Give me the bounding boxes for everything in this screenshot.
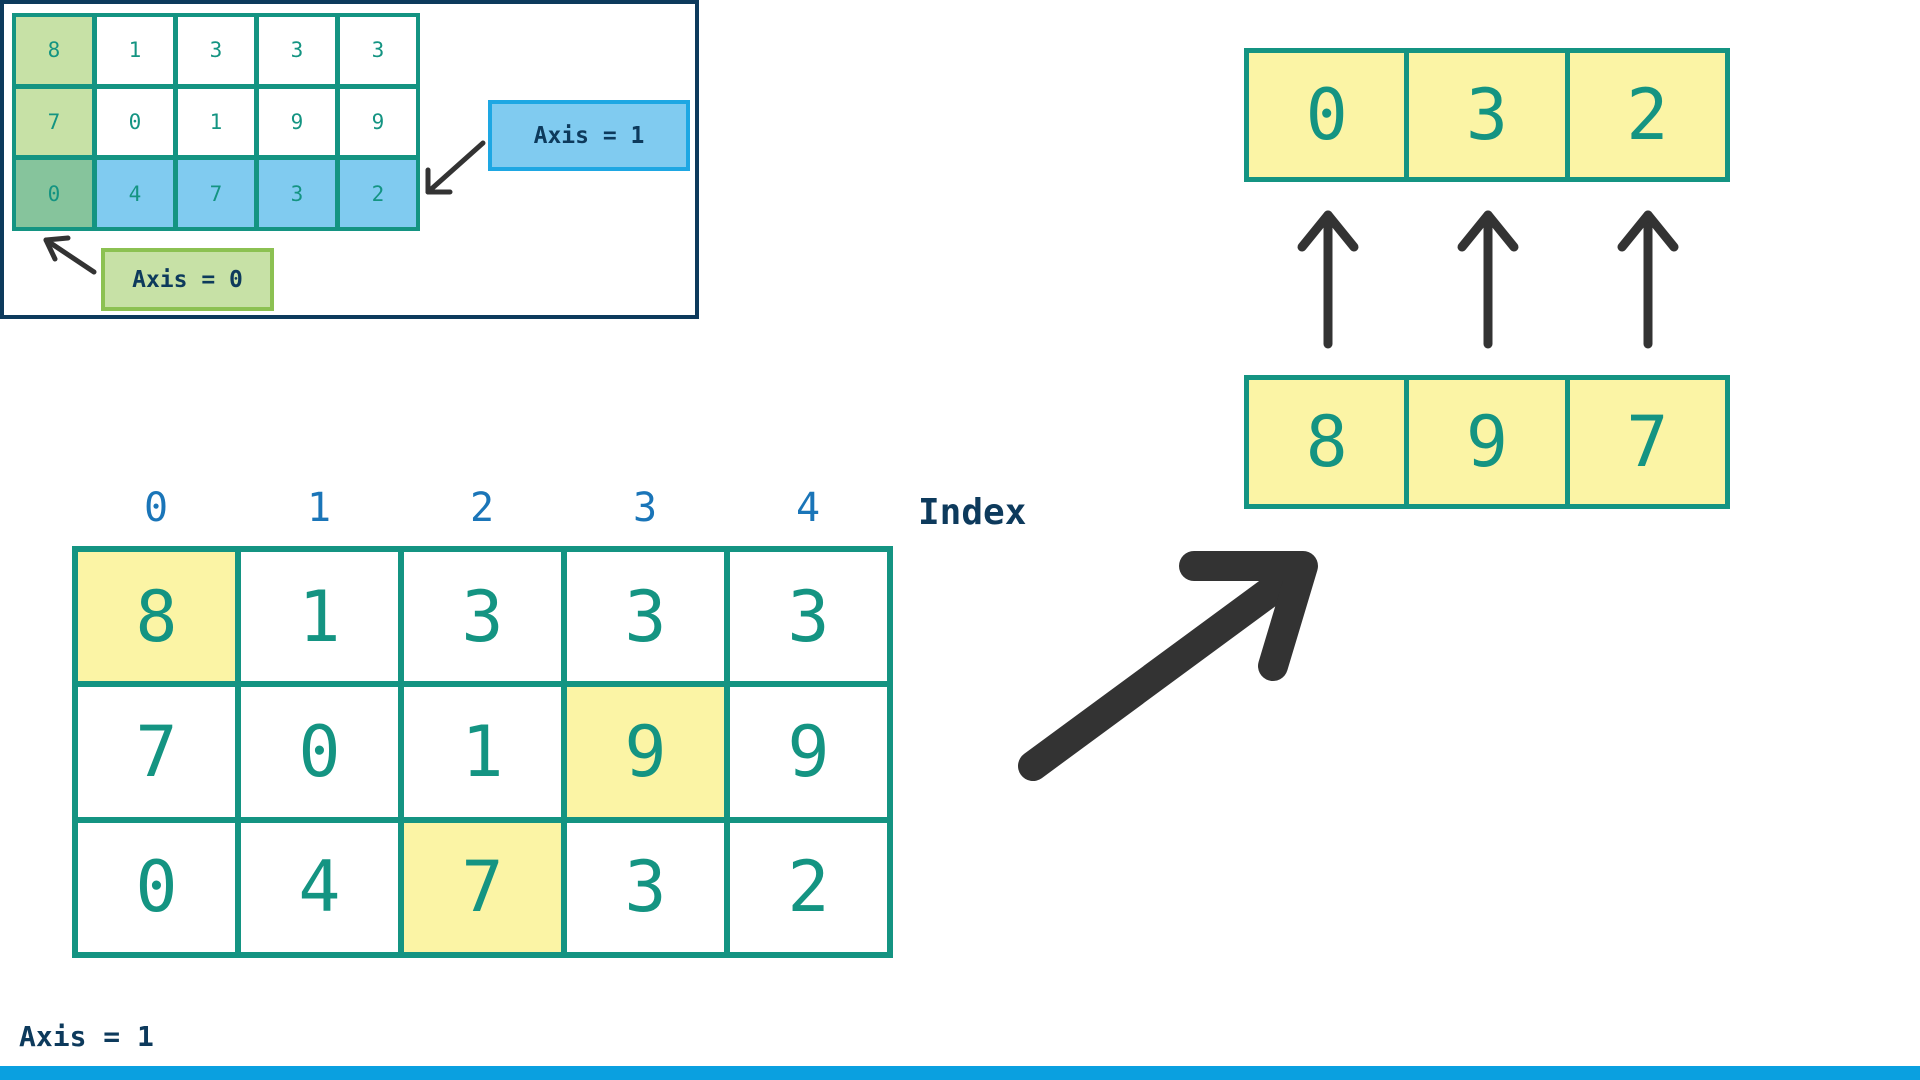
max-value-cell: 7 (1569, 380, 1725, 504)
argmax-index-array: 0 3 2 (1244, 48, 1730, 182)
matrix-cell: 4 (241, 822, 398, 952)
inset-cell: 3 (340, 17, 416, 84)
inset-cell: 4 (97, 160, 173, 227)
axis-1-pointer-arrow (425, 140, 486, 195)
up-arrow (1297, 210, 1359, 349)
matrix-cell: 2 (730, 822, 887, 952)
matrix-cell: 1 (404, 687, 561, 817)
column-index: 3 (632, 485, 658, 531)
matrix-cell: 3 (567, 822, 724, 952)
column-index: 4 (795, 485, 821, 531)
inset-cell: 3 (259, 17, 335, 84)
matrix-cell: 9 (730, 687, 887, 817)
axis-0-tag: Axis = 0 (101, 248, 274, 311)
matrix-cell: 3 (567, 552, 724, 682)
main-matrix: 8 1 3 3 3 7 0 1 9 9 0 4 7 3 2 (72, 546, 893, 958)
column-index: 0 (143, 485, 169, 531)
argmax-index-cell: 3 (1409, 53, 1565, 177)
matrix-cell-max: 9 (567, 687, 724, 817)
matrix-cell-max: 8 (78, 552, 235, 682)
inset-cell: 3 (178, 17, 254, 84)
inset-cell: 1 (97, 17, 173, 84)
inset-cell: 9 (340, 88, 416, 156)
inset-cell: 0 (16, 160, 92, 227)
max-value-cell: 9 (1409, 380, 1565, 504)
inset-cell: 9 (259, 88, 335, 156)
bottom-bar (0, 1066, 1920, 1080)
inset-cell: 2 (340, 160, 416, 227)
inset-cell: 1 (178, 88, 254, 156)
axis-1-tag: Axis = 1 (488, 100, 690, 171)
matrix-cell: 3 (730, 552, 887, 682)
column-index: 1 (306, 485, 332, 531)
inset-cell: 8 (16, 17, 92, 84)
inset-cell: 7 (178, 160, 254, 227)
matrix-cell: 0 (241, 687, 398, 817)
up-arrow (1617, 210, 1679, 349)
inset-cell: 7 (16, 88, 92, 156)
big-diagonal-arrow (1018, 551, 1318, 781)
matrix-cell-max: 7 (404, 822, 561, 952)
max-value-cell: 8 (1249, 380, 1405, 504)
inset-cell: 3 (259, 160, 335, 227)
matrix-cell: 1 (241, 552, 398, 682)
matrix-cell: 0 (78, 822, 235, 952)
argmax-index-cell: 0 (1249, 53, 1405, 177)
inset-cell: 0 (97, 88, 173, 156)
max-value-array: 8 9 7 (1244, 375, 1730, 509)
index-label: Index (918, 492, 1027, 533)
inset-panel: 8 1 3 3 3 7 0 1 9 9 0 4 7 3 2 (0, 0, 699, 319)
axis-caption: Axis = 1 (19, 1020, 154, 1053)
argmax-index-cell: 2 (1569, 53, 1725, 177)
column-index: 2 (469, 485, 495, 531)
up-arrow (1457, 210, 1519, 349)
inset-matrix: 8 1 3 3 3 7 0 1 9 9 0 4 7 3 2 (12, 13, 420, 231)
matrix-cell: 7 (78, 687, 235, 817)
matrix-cell: 3 (404, 552, 561, 682)
axis-0-pointer-arrow (43, 235, 97, 275)
